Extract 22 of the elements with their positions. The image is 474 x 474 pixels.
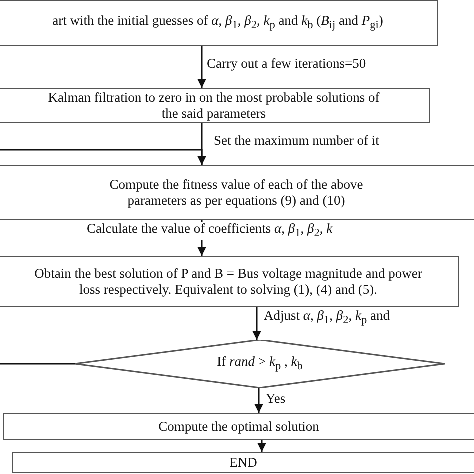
arrow [258,440,266,452]
edge-label: Calculate the value of coefficients α, β$_{1}$, β$_{2}$, k [85,222,335,240]
arrow [0,149,206,365]
edge-label: Carry out a few iterations=50 [205,57,368,72]
process-box [0,165,474,220]
process-box [0,0,438,46]
step-text: art with the initial guesses of α, β$_{1}$, β$_{2}$, k$_{p}$ and k$_{b}$ (B$_{ij}$ and P$_{gi}$) [52,13,384,33]
step-text: If rand > k$_{p}$ , k$_{b}$ [217,354,303,374]
arrow [198,46,206,88]
process-box [3,413,474,440]
step-text: Obtain the best solution of P and B = Bus voltage magnitude and power loss respectively. Equivalent to solving (1), (4) and (5). [34,266,424,298]
step-text: Compute the optimal solution [158,418,320,434]
process-box [0,88,430,123]
step-text: END [230,454,258,470]
edge-label: Adjust α, β$_{1}$, β$_{2}$, k$_{p}$ and [262,309,392,328]
step-text: Compute the fitness value of each of the above parameters as per equations (9) and (10) [108,176,364,208]
step-text: Kalman filtration to zero in on the most probable solutions of the said parameters [47,90,381,122]
process-box [12,452,474,473]
arrow [252,307,262,340]
process-box [0,256,459,307]
arrow [254,388,264,413]
decision-diamond [75,340,445,388]
